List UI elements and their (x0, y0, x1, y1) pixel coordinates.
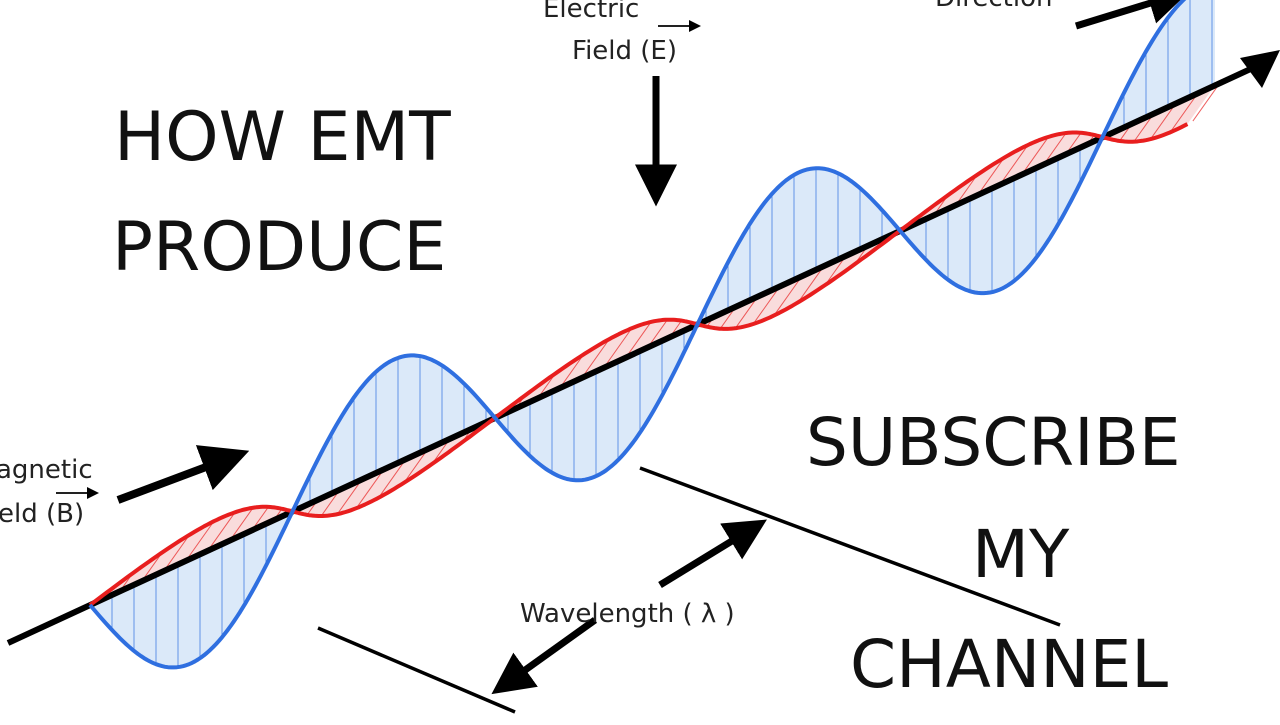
magnetic-field-label-line2: eld (B) (0, 499, 84, 529)
wavelength-label: Wavelength ( λ ) (520, 599, 735, 629)
wavelength-arrow-icon (660, 525, 758, 585)
electric-field-label-line1: Electric (543, 0, 639, 24)
wavelength-arrow-icon (500, 620, 595, 688)
title-line-2: PRODUCE (112, 214, 446, 282)
subscribe-cta-line-3: CHANNEL (850, 632, 1168, 698)
magnetic-field-arrow-icon (118, 455, 238, 500)
magnetic-field-label-line1: agnetic (0, 455, 93, 485)
subscribe-cta-line-1: SUBSCRIBE (806, 410, 1181, 476)
direction-label: Direction (935, 0, 1052, 13)
wavelength-guide-line (318, 628, 515, 712)
title-line-1: HOW EMT (114, 104, 451, 172)
electric-field-label-line2: Field (E) (572, 36, 677, 66)
subscribe-cta-line-2: MY (972, 522, 1069, 588)
